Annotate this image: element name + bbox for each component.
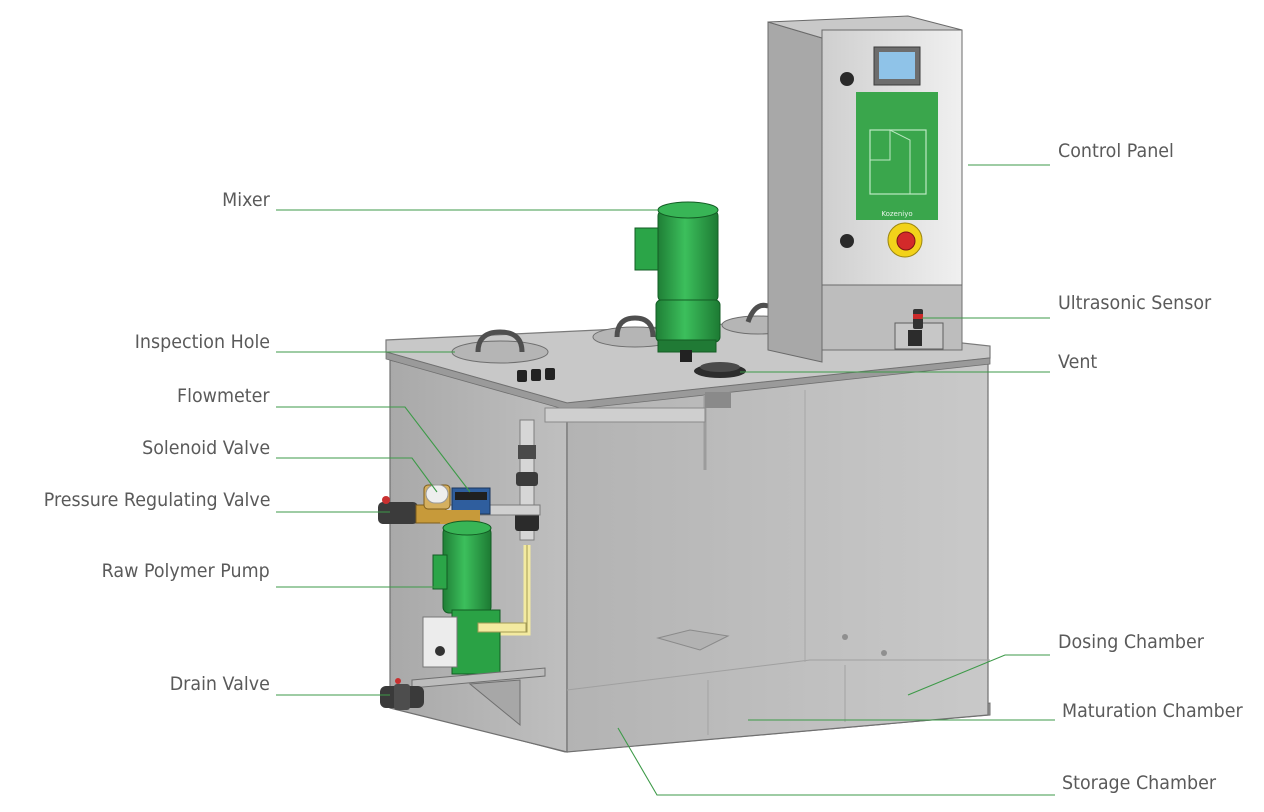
vent[interactable] bbox=[694, 362, 746, 378]
mixer[interactable] bbox=[634, 201, 721, 362]
selector-switch-bottom[interactable] bbox=[840, 234, 854, 248]
leader-solenoid-valve bbox=[276, 457, 438, 493]
label-maturation-chamber: Maturation Chamber bbox=[1062, 700, 1243, 722]
pump-support-plate bbox=[411, 667, 546, 727]
agitator-blade bbox=[656, 629, 730, 651]
pump-outlet-pipe bbox=[477, 622, 527, 633]
control-panel[interactable]: Kozeniyo bbox=[767, 15, 963, 363]
tank-lid-edge bbox=[385, 351, 991, 411]
label-drain-valve: Drain Valve bbox=[169, 673, 270, 695]
leader-storage-chamber bbox=[617, 727, 1055, 796]
cable-glands bbox=[517, 368, 555, 382]
label-mixer: Mixer bbox=[222, 189, 270, 211]
pump-head bbox=[451, 609, 501, 675]
drain-valve[interactable] bbox=[380, 678, 424, 710]
panel-brand: Kozeniyo bbox=[881, 210, 912, 218]
sensor-bracket-slot bbox=[908, 330, 922, 346]
mixer-motor-body bbox=[657, 209, 719, 303]
pump-gear-box bbox=[422, 616, 458, 668]
panel-side bbox=[767, 21, 823, 363]
leader-lines bbox=[276, 164, 1055, 796]
label-dosing-chamber: Dosing Chamber bbox=[1058, 631, 1204, 653]
mixer-coupling bbox=[680, 350, 692, 362]
label-inspection-hole: Inspection Hole bbox=[134, 331, 270, 353]
pump-fan-cover bbox=[442, 520, 492, 536]
label-raw-polymer-pump: Raw Polymer Pump bbox=[101, 560, 270, 582]
tank-inner-wall bbox=[566, 659, 990, 691]
flowmeter[interactable] bbox=[440, 487, 491, 524]
label-control-panel: Control Panel bbox=[1058, 140, 1174, 162]
sticker-schematic-lines bbox=[870, 129, 911, 194]
leader-dosing-chamber bbox=[907, 654, 1050, 696]
pump-motor bbox=[442, 526, 492, 614]
label-vent: Vent bbox=[1058, 351, 1098, 373]
leader-flowmeter bbox=[276, 406, 471, 493]
top-pipe bbox=[544, 392, 731, 423]
ultrasonic-sensor[interactable] bbox=[913, 309, 923, 329]
tank-port bbox=[842, 634, 848, 640]
hmi-screen[interactable] bbox=[879, 52, 915, 79]
mixer-gearbox bbox=[655, 299, 721, 343]
pump-terminal-box bbox=[432, 554, 448, 590]
raw-polymer-pump[interactable] bbox=[422, 520, 527, 675]
mixer-fan-cover bbox=[657, 201, 719, 219]
tank-port bbox=[881, 650, 887, 656]
inspection-hole[interactable] bbox=[451, 329, 549, 364]
solenoid-valve[interactable] bbox=[423, 484, 451, 510]
label-ultrasonic-sensor: Ultrasonic Sensor bbox=[1058, 292, 1212, 314]
label-pressure-regulating-valve: Pressure Regulating Valve bbox=[43, 489, 270, 511]
selector-switch-top[interactable] bbox=[840, 72, 854, 86]
label-flowmeter: Flowmeter bbox=[177, 385, 270, 407]
label-storage-chamber: Storage Chamber bbox=[1062, 772, 1217, 794]
label-solenoid-valve: Solenoid Valve bbox=[142, 437, 270, 459]
sticker-schematic bbox=[869, 129, 927, 195]
emergency-stop-button[interactable] bbox=[896, 231, 916, 251]
